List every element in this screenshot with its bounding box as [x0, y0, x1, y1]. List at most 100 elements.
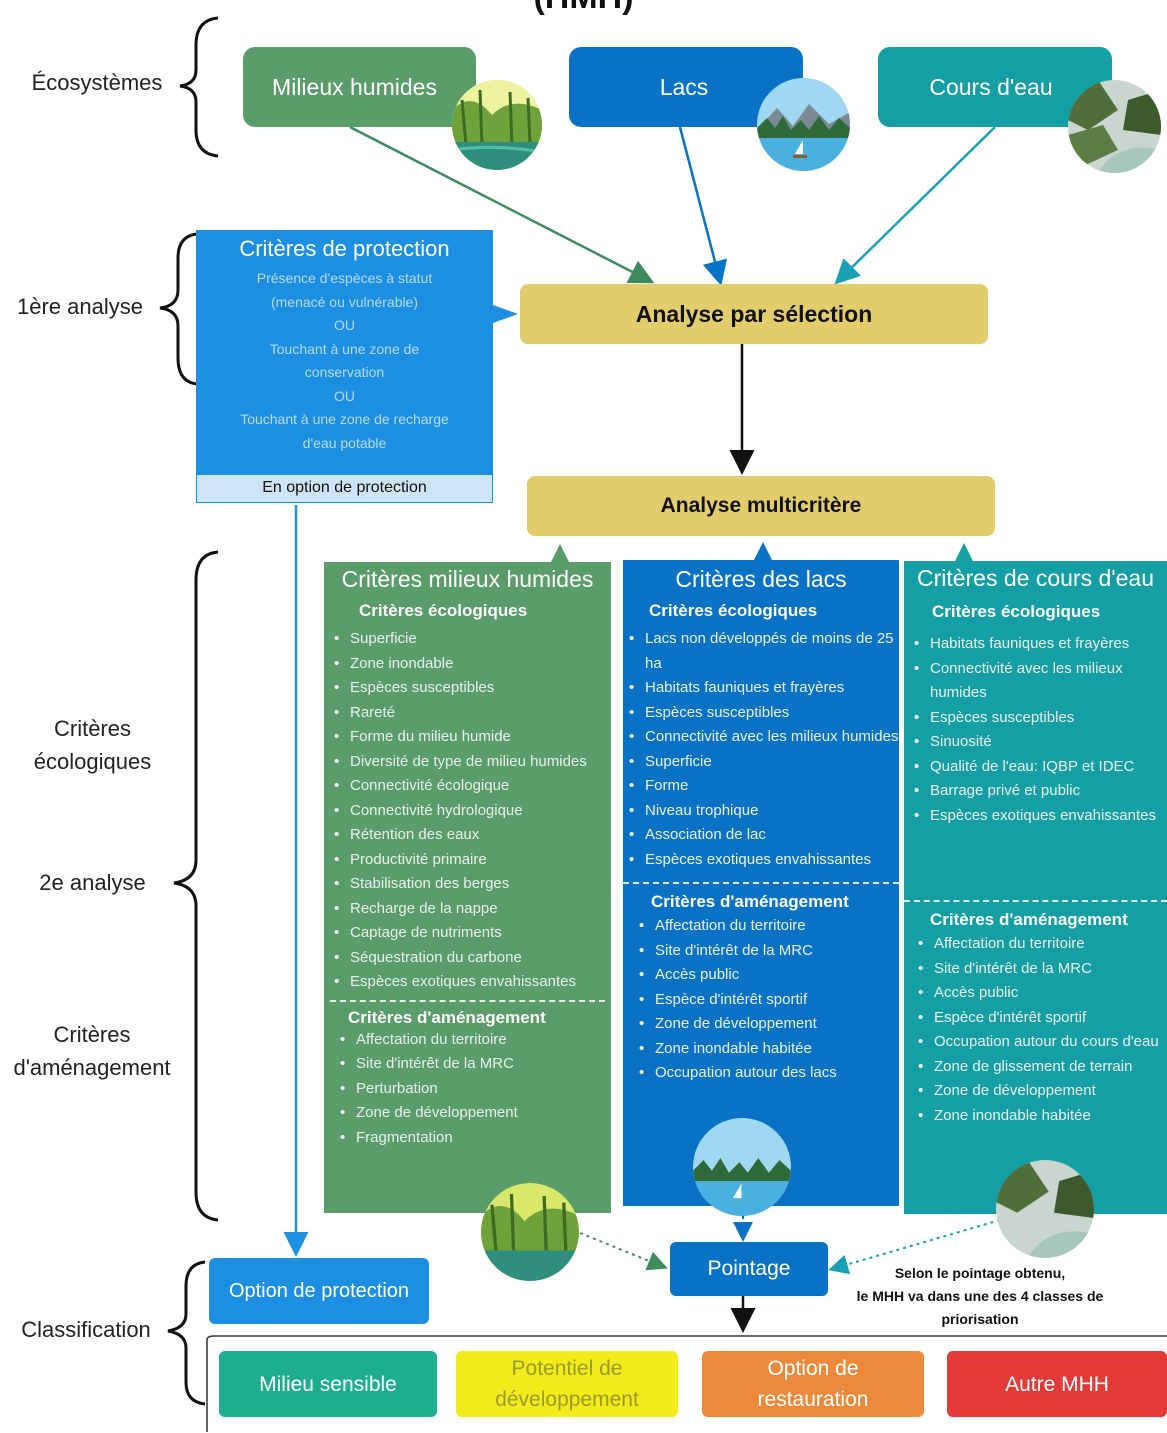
- label-ecosystemes: Écosystèmes: [31, 70, 163, 95]
- protection-line: OU: [334, 387, 355, 404]
- amen-criterion-item: Perturbation: [334, 1077, 611, 1102]
- criteria-column-milieux-humides: Critères milieux humides Critères écolog…: [324, 562, 611, 1213]
- label-premiere-analyse: 1ère analyse: [17, 294, 143, 319]
- label-deuxieme-analyse: 2e analyse: [39, 870, 146, 895]
- page-title: (HMH): [0, 0, 1167, 18]
- amen-criteria-heading: Critères d'aménagement: [348, 1007, 546, 1027]
- column-title: Critères de cours d'eau: [916, 565, 1155, 591]
- criteria-column-cours-eau: Critères de cours d'eau Critères écologi…: [904, 561, 1167, 1214]
- protection-option-footer: En option de protection: [196, 474, 493, 503]
- protection-line: Présence d'espèces à statut: [256, 270, 433, 286]
- eco-criterion-item: Espèces susceptibles: [908, 706, 1167, 731]
- river-image-small: [996, 1160, 1094, 1258]
- pointage-note: Selon le pointage obtenu, le MHH va dans…: [830, 1262, 1130, 1331]
- pointage-note-line: le MHH va dans une des 4 classes de: [856, 1288, 1104, 1304]
- protection-criteria-box: Critères de protection Présence d'espèce…: [196, 230, 493, 474]
- eco-criterion-item: Habitats fauniques et frayères: [908, 632, 1167, 657]
- eco-criteria-heading: Critères écologiques: [359, 601, 528, 620]
- pointage-note-line: Selon le pointage obtenu,: [894, 1265, 1066, 1281]
- amen-criterion-item: Affectation du territoire: [912, 932, 1167, 957]
- eco-criterion-item: Forme: [623, 774, 899, 799]
- amen-criterion-item: Espèce d'intérêt sportif: [912, 1006, 1167, 1031]
- amen-criterion-item: Zone de développement: [912, 1079, 1167, 1104]
- label-criteres-ecologiques: Critères écologiques: [33, 716, 152, 774]
- eco-criterion-item: Espèces susceptibles: [623, 701, 899, 726]
- protection-line: d'eau potable: [302, 434, 387, 451]
- label-criteres-amenagement: Critères d'aménagement: [13, 1022, 171, 1080]
- eco-criterion-item: Connectivité avec les milieux humides: [908, 657, 1167, 706]
- eco-criterion-item: Forme du milieu humide: [328, 725, 611, 750]
- analyse-par-selection: Analyse par sélection: [520, 284, 988, 344]
- eco-criterion-item: Séquestration du carbone: [328, 946, 611, 971]
- lake-image-small: [693, 1118, 791, 1216]
- amen-criterion-item: Affectation du territoire: [334, 1028, 611, 1053]
- wetland-image-small: [481, 1183, 579, 1281]
- eco-criterion-item: Rétention des eaux: [328, 823, 611, 848]
- eco-criterion-item: Connectivité hydrologique: [328, 799, 611, 824]
- criteria-column-lacs: Critères des lacs Critères écologiques L…: [623, 560, 899, 1206]
- eco-criterion-item: Superficie: [328, 627, 611, 652]
- column-title: Critères milieux humides: [341, 566, 594, 592]
- eco-criterion-item: Connectivité avec les milieux humides: [623, 725, 899, 750]
- eco-criterion-item: Niveau trophique: [623, 799, 899, 824]
- eco-criterion-item: Connectivité écologique: [328, 774, 611, 799]
- ecosystem-milieux-humides-label: Milieux humides: [272, 73, 437, 100]
- amen-criterion-item: Site d'intérêt de la MRC: [633, 939, 899, 964]
- class-milieu-sensible: Milieu sensible: [219, 1351, 437, 1417]
- protection-line: OU: [334, 317, 355, 333]
- amen-criterion-item: Zone de développement: [334, 1101, 611, 1126]
- eco-criterion-item: Espèces exotiques envahissantes: [623, 848, 899, 873]
- eco-criterion-item: Espèces susceptibles: [328, 676, 611, 701]
- eco-criterion-item: Captage de nutriments: [328, 921, 611, 946]
- amen-criterion-item: Espèce d'intérêt sportif: [633, 988, 899, 1013]
- ecosystem-milieux-humides: Milieux humides: [243, 47, 476, 127]
- amen-criterion-item: Site d'intérêt de la MRC: [912, 957, 1167, 982]
- amen-criteria-heading: Critères d'aménagement: [930, 910, 1128, 929]
- pointage-box: Pointage: [670, 1242, 828, 1296]
- protection-line: Touchant à une zone de: [269, 340, 420, 357]
- protection-line: conservation: [304, 364, 385, 380]
- amen-criterion-item: Zone inondable habitée: [633, 1037, 899, 1062]
- amen-criterion-item: Occupation autour du cours d'eau: [912, 1030, 1167, 1055]
- amen-criterion-item: Occupation autour des lacs: [633, 1061, 899, 1086]
- eco-criteria-heading: Critères écologiques: [649, 601, 818, 620]
- pointage-note-line: priorisation: [941, 1311, 1019, 1327]
- class-potentiel-developpement: Potentiel de développement: [456, 1351, 678, 1417]
- ecosystem-lacs-label: Lacs: [659, 73, 709, 100]
- amen-criterion-item: Accès public: [912, 981, 1167, 1006]
- amen-criterion-item: Accès public: [633, 963, 899, 988]
- eco-criterion-item: Rareté: [328, 701, 611, 726]
- class-autre-mhh: Autre MHH: [947, 1351, 1167, 1417]
- eco-criterion-item: Habitats fauniques et frayères: [623, 676, 899, 701]
- amen-criterion-item: Zone de développement: [633, 1012, 899, 1037]
- amen-criterion-item: Zone inondable habitée: [912, 1104, 1167, 1129]
- amen-criterion-item: Zone de glissement de terrain: [912, 1055, 1167, 1080]
- eco-criterion-item: Recharge de la nappe: [328, 897, 611, 922]
- eco-criterion-item: Association de lac: [623, 823, 899, 848]
- eco-criterion-item: Qualité de l'eau: IQBP et IDEC: [908, 755, 1167, 780]
- eco-criterion-item: Diversité de type de milieu humides: [328, 750, 611, 775]
- class-option-restauration: Option de restauration: [702, 1351, 924, 1417]
- eco-criterion-item: Sinuosité: [908, 730, 1167, 755]
- river-image: [1068, 80, 1161, 173]
- eco-criterion-item: Superficie: [623, 750, 899, 775]
- option-protection-box: Option de protection: [209, 1258, 429, 1324]
- protection-line: Touchant à une zone de recharge: [240, 411, 449, 427]
- amen-criterion-item: Affectation du territoire: [633, 914, 899, 939]
- eco-criterion-item: Zone inondable: [328, 652, 611, 677]
- eco-criterion-item: Barrage privé et public: [908, 779, 1167, 804]
- eco-criterion-item: Productivité primaire: [328, 848, 611, 873]
- wetland-image: [452, 80, 542, 170]
- amen-criterion-item: Site d'intérêt de la MRC: [334, 1052, 611, 1077]
- label-classification: Classification: [21, 1317, 151, 1342]
- eco-criteria-heading: Critères écologiques: [932, 602, 1101, 621]
- protection-criteria-title: Critères de protection: [239, 236, 450, 261]
- eco-criterion-item: Stabilisation des berges: [328, 872, 611, 897]
- ecosystem-cours-eau-label: Cours d'eau: [929, 73, 1053, 100]
- amen-criterion-item: Fragmentation: [334, 1126, 611, 1151]
- eco-criterion-item: Espèces exotiques envahissantes: [908, 804, 1167, 829]
- amen-criteria-heading: Critères d'aménagement: [651, 892, 849, 911]
- analyse-multicritere: Analyse multicritère: [527, 476, 995, 536]
- lake-image: [757, 78, 850, 171]
